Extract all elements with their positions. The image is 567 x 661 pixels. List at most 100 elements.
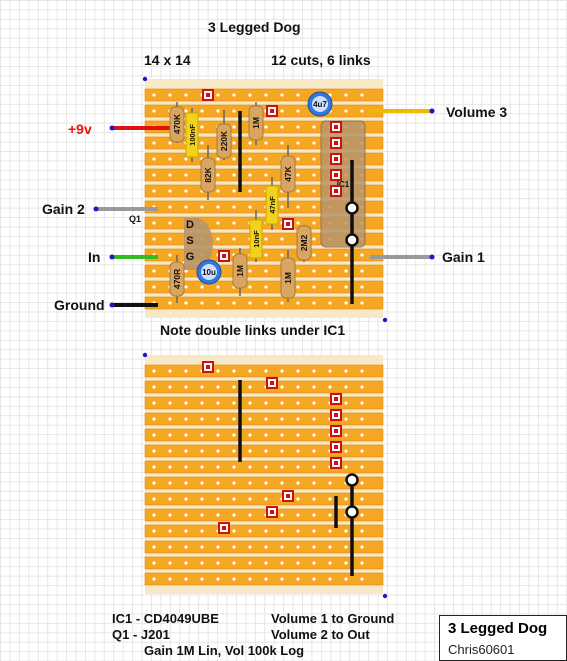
strip-hole: [248, 93, 252, 97]
strip-hole: [216, 285, 220, 289]
strip-hole: [248, 205, 252, 209]
strip-hole: [264, 449, 268, 453]
strip-hole: [232, 561, 236, 565]
capacitor-10u-top: [201, 264, 217, 280]
strip-hole: [248, 173, 252, 177]
link-joint: [345, 505, 359, 519]
strip-hole: [200, 433, 204, 437]
strip-hole: [280, 237, 284, 241]
strip-hole: [248, 401, 252, 405]
strip-hole: [184, 433, 188, 437]
strip-hole: [312, 301, 316, 305]
strip-hole: [248, 269, 252, 273]
strip-hole: [200, 577, 204, 581]
copper-strip: [144, 396, 384, 410]
strip-hole: [296, 157, 300, 161]
resistor-47k-label: 47K: [283, 165, 293, 181]
resistor-220k-label: 220K: [219, 130, 229, 151]
track-cuts: [202, 89, 342, 534]
strip-hole: [360, 401, 364, 405]
strip-hole: [296, 433, 300, 437]
strip-hole: [216, 109, 220, 113]
strip-hole: [344, 285, 348, 289]
wire-end-dot: [109, 254, 115, 260]
strip-hole: [168, 369, 172, 373]
strip-hole: [264, 433, 268, 437]
strip-hole: [344, 401, 348, 405]
strip-hole: [296, 141, 300, 145]
strip-hole: [216, 237, 220, 241]
resistor-82k-label: 82K: [203, 166, 213, 182]
strip-hole: [296, 269, 300, 273]
strip-hole: [232, 385, 236, 389]
strip-hole: [232, 401, 236, 405]
strip-hole: [296, 93, 300, 97]
strip-hole: [216, 433, 220, 437]
strip-hole: [280, 369, 284, 373]
strip-hole: [312, 497, 316, 501]
strip-hole: [280, 205, 284, 209]
strip-hole: [168, 301, 172, 305]
strip-hole: [296, 173, 300, 177]
strip-hole: [280, 545, 284, 549]
strip-hole: [152, 269, 156, 273]
strip-hole: [232, 417, 236, 421]
copper-strip: [144, 460, 384, 474]
resistor-2m2: [296, 225, 312, 261]
track-cut-center: [222, 526, 226, 530]
title-block-title: 3 Legged Dog: [448, 620, 548, 637]
strip-hole: [264, 285, 268, 289]
link-joint: [345, 201, 359, 215]
strip-hole: [152, 173, 156, 177]
strip-hole: [312, 205, 316, 209]
resistor-470r-label: 470R: [172, 269, 182, 289]
strip-hole: [232, 141, 236, 145]
resistor-470r: [169, 261, 185, 297]
strip-hole: [312, 173, 316, 177]
strip-hole: [312, 385, 316, 389]
track-cut-center: [270, 510, 274, 514]
strip-hole: [296, 189, 300, 193]
strip-hole: [360, 433, 364, 437]
strip-hole: [200, 141, 204, 145]
strip-hole: [248, 545, 252, 549]
strip-hole: [168, 237, 172, 241]
corner-dot: [142, 352, 148, 358]
strip-hole: [312, 253, 316, 257]
strip-hole: [168, 545, 172, 549]
strip-hole: [216, 577, 220, 581]
strip-hole: [232, 433, 236, 437]
strip-hole: [264, 125, 268, 129]
strip-hole: [280, 385, 284, 389]
strip-hole: [280, 141, 284, 145]
strip-hole: [312, 157, 316, 161]
strip-hole: [232, 481, 236, 485]
strip-hole: [232, 237, 236, 241]
strip-hole: [200, 465, 204, 469]
title-block: 3 Legged Dog Chris60601: [439, 615, 567, 661]
strip-hole: [360, 529, 364, 533]
track-cut-center: [334, 397, 338, 401]
strip-hole: [296, 221, 300, 225]
ic1-label: IC1: [337, 180, 350, 189]
strip-hole: [344, 545, 348, 549]
strip-hole: [360, 109, 364, 113]
corner-dot: [382, 593, 388, 599]
strip-hole: [360, 369, 364, 373]
strip-hole: [328, 529, 332, 533]
parts-ic1: IC1 - CD4049UBE: [112, 611, 219, 626]
off-board-wires: [93, 108, 435, 308]
strip-hole: [232, 205, 236, 209]
strip-hole: [200, 205, 204, 209]
strip-hole: [248, 529, 252, 533]
strip-hole: [168, 433, 172, 437]
strip-hole: [168, 221, 172, 225]
strip-hole: [200, 301, 204, 305]
strip-hole: [248, 417, 252, 421]
capacitor-4u7-top: [312, 96, 328, 112]
strip-hole: [312, 577, 316, 581]
bottom-board: [144, 355, 384, 594]
strip-hole: [344, 561, 348, 565]
